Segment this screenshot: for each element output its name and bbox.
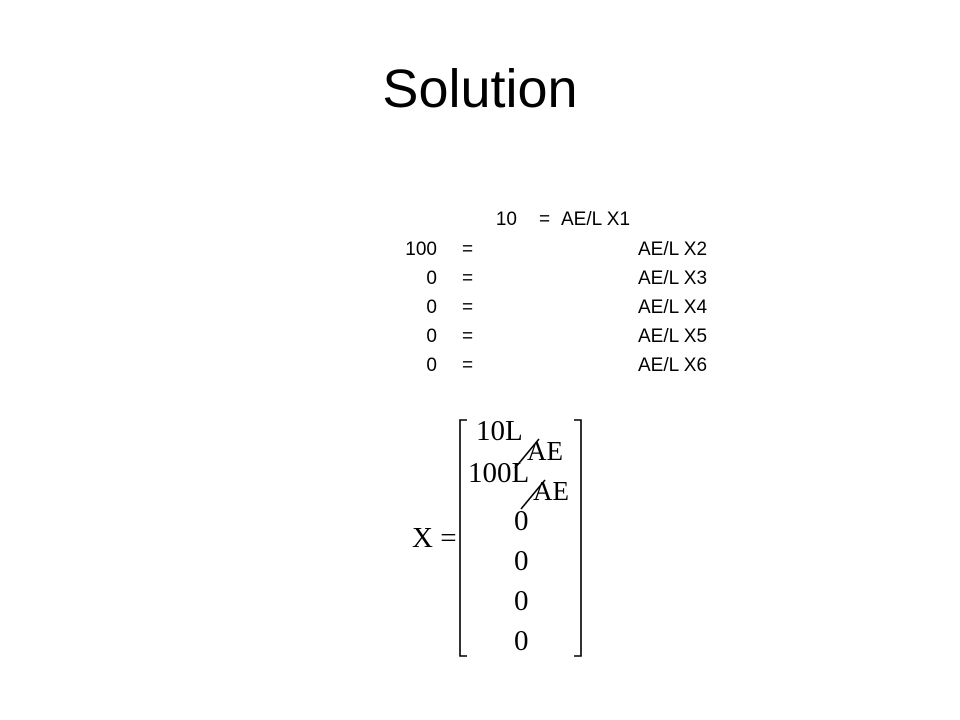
matrix-entry-3: 0 <box>514 505 529 537</box>
equation-2-equals: = <box>462 239 474 260</box>
equation-3-equals: = <box>462 268 474 289</box>
equation-3-lhs: 0 <box>426 268 437 289</box>
matrix-entry-1-numerator: 10L <box>476 415 523 447</box>
equation-5-lhs: 0 <box>426 326 437 347</box>
equation-6-rhs: AE/L X6 <box>638 355 708 376</box>
left-bracket <box>459 419 467 657</box>
equation-1-rhs: AE/L X1 <box>561 209 631 230</box>
equation-4-lhs: 0 <box>426 297 437 318</box>
matrix-lhs: X = <box>412 522 457 554</box>
equation-1-lhs: 10 <box>495 209 517 230</box>
fraction-slash-1 <box>514 438 540 469</box>
equation-5-equals: = <box>462 326 474 347</box>
matrix-entry-2-denominator: AE <box>533 476 569 506</box>
matrix-entry-1-denominator: AE <box>527 436 563 466</box>
right-bracket <box>574 419 582 657</box>
equation-6-equals: = <box>462 355 474 376</box>
equation-1-equals: = <box>539 209 551 230</box>
equation-4-rhs: AE/L X4 <box>638 297 708 318</box>
matrix-entry-2-numerator: 100L <box>468 457 530 489</box>
slide-title: Solution <box>382 59 578 119</box>
matrix-entry-5: 0 <box>514 585 529 617</box>
equation-2-rhs: AE/L X2 <box>638 239 708 260</box>
equation-3-rhs: AE/L X3 <box>638 268 708 289</box>
equation-6-lhs: 0 <box>426 355 437 376</box>
matrix-entry-6: 0 <box>514 625 529 657</box>
equation-2-lhs: 100 <box>405 239 437 260</box>
equation-5-rhs: AE/L X5 <box>638 326 708 347</box>
equation-4-equals: = <box>462 297 474 318</box>
matrix-entry-4: 0 <box>514 545 529 577</box>
fraction-slash-2 <box>520 479 546 510</box>
